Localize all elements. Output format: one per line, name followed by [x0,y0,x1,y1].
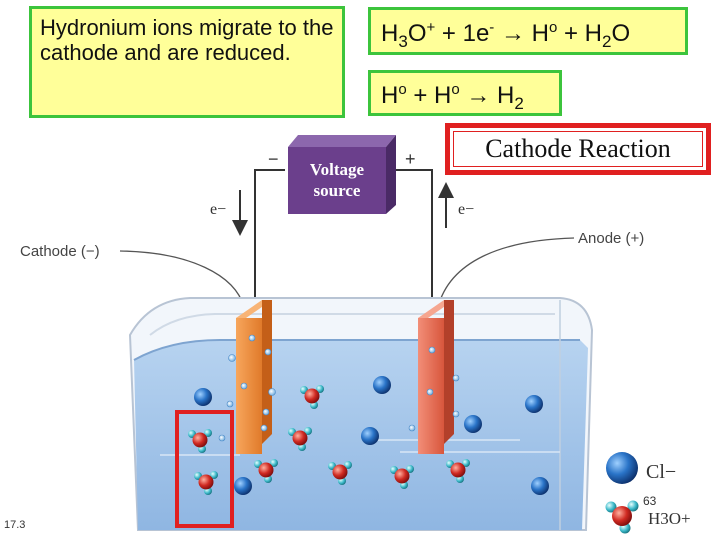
electron-flow-arrows [232,182,454,236]
eq2-h: H [381,82,399,109]
gas-bubbles [218,334,460,442]
voltage-source-label-1: Voltage [310,160,365,179]
cathode-reaction-caption: Cathode Reaction [445,123,711,175]
legend-chloride-icon [606,452,638,484]
eq1-sub-3: 3 [398,32,408,51]
anode-label: Anode (+) [578,230,644,247]
circuit-wires [254,169,433,312]
legend-chloride-label: Cl− [646,461,676,483]
eq2-sup-o2: o [451,81,460,98]
eq1-o: O [407,20,427,47]
eq2-plus-h: + H [406,82,452,109]
legend-hydronium-icon [605,500,639,534]
eq1-h: H [381,20,399,47]
equation-hydrogen-formation: Ho + Ho → H2 [368,70,562,116]
caption-text: Cathode Reaction [485,134,671,163]
minus-terminal: − [268,149,279,169]
eq1-arrow-h: → H [494,20,549,47]
explanation-text: Hydronium ions migrate to the cathode an… [40,15,334,65]
eq1-sup-o: o [548,19,558,36]
plus-terminal: + [405,149,416,169]
voltage-source-label-2: source [314,181,361,200]
eq1-sup-plus: + [426,19,436,36]
equation-hydronium-reduction: H3O+ + 1e- → Ho + H2O [368,7,688,55]
cathode-label: Cathode (−) [20,243,100,260]
eq1-water-o: O [611,20,631,47]
page-number: 63 [643,494,657,508]
hydronium-highlight-box [175,410,234,528]
cathode-electrode [236,300,272,454]
eq1-electron: + 1e [435,20,490,47]
eq2-sub-2: 2 [514,94,524,113]
legend: Cl− H3O+ [605,452,691,534]
voltage-source: Voltage source [288,135,396,214]
cathode-leader [119,250,248,313]
anode-electrode [418,300,454,454]
slide-reference: 17.3 [4,519,26,531]
electron-label-right: e− [458,201,474,218]
eq1-sub-2: 2 [602,32,612,51]
anode-leader [434,237,575,313]
eq2-arrow-h: → H [459,82,515,109]
chloride-ions [194,376,549,495]
explanation-note: Hydronium ions migrate to the cathode an… [29,6,345,118]
eq2-sup-o1: o [398,81,407,98]
hydronium-ions [188,385,470,495]
eq1-plus-h: + H [557,20,602,47]
eq1-sup-minus: - [489,19,495,36]
legend-hydronium-label: H3O+ [648,509,691,528]
electron-label-left: e− [210,201,226,218]
